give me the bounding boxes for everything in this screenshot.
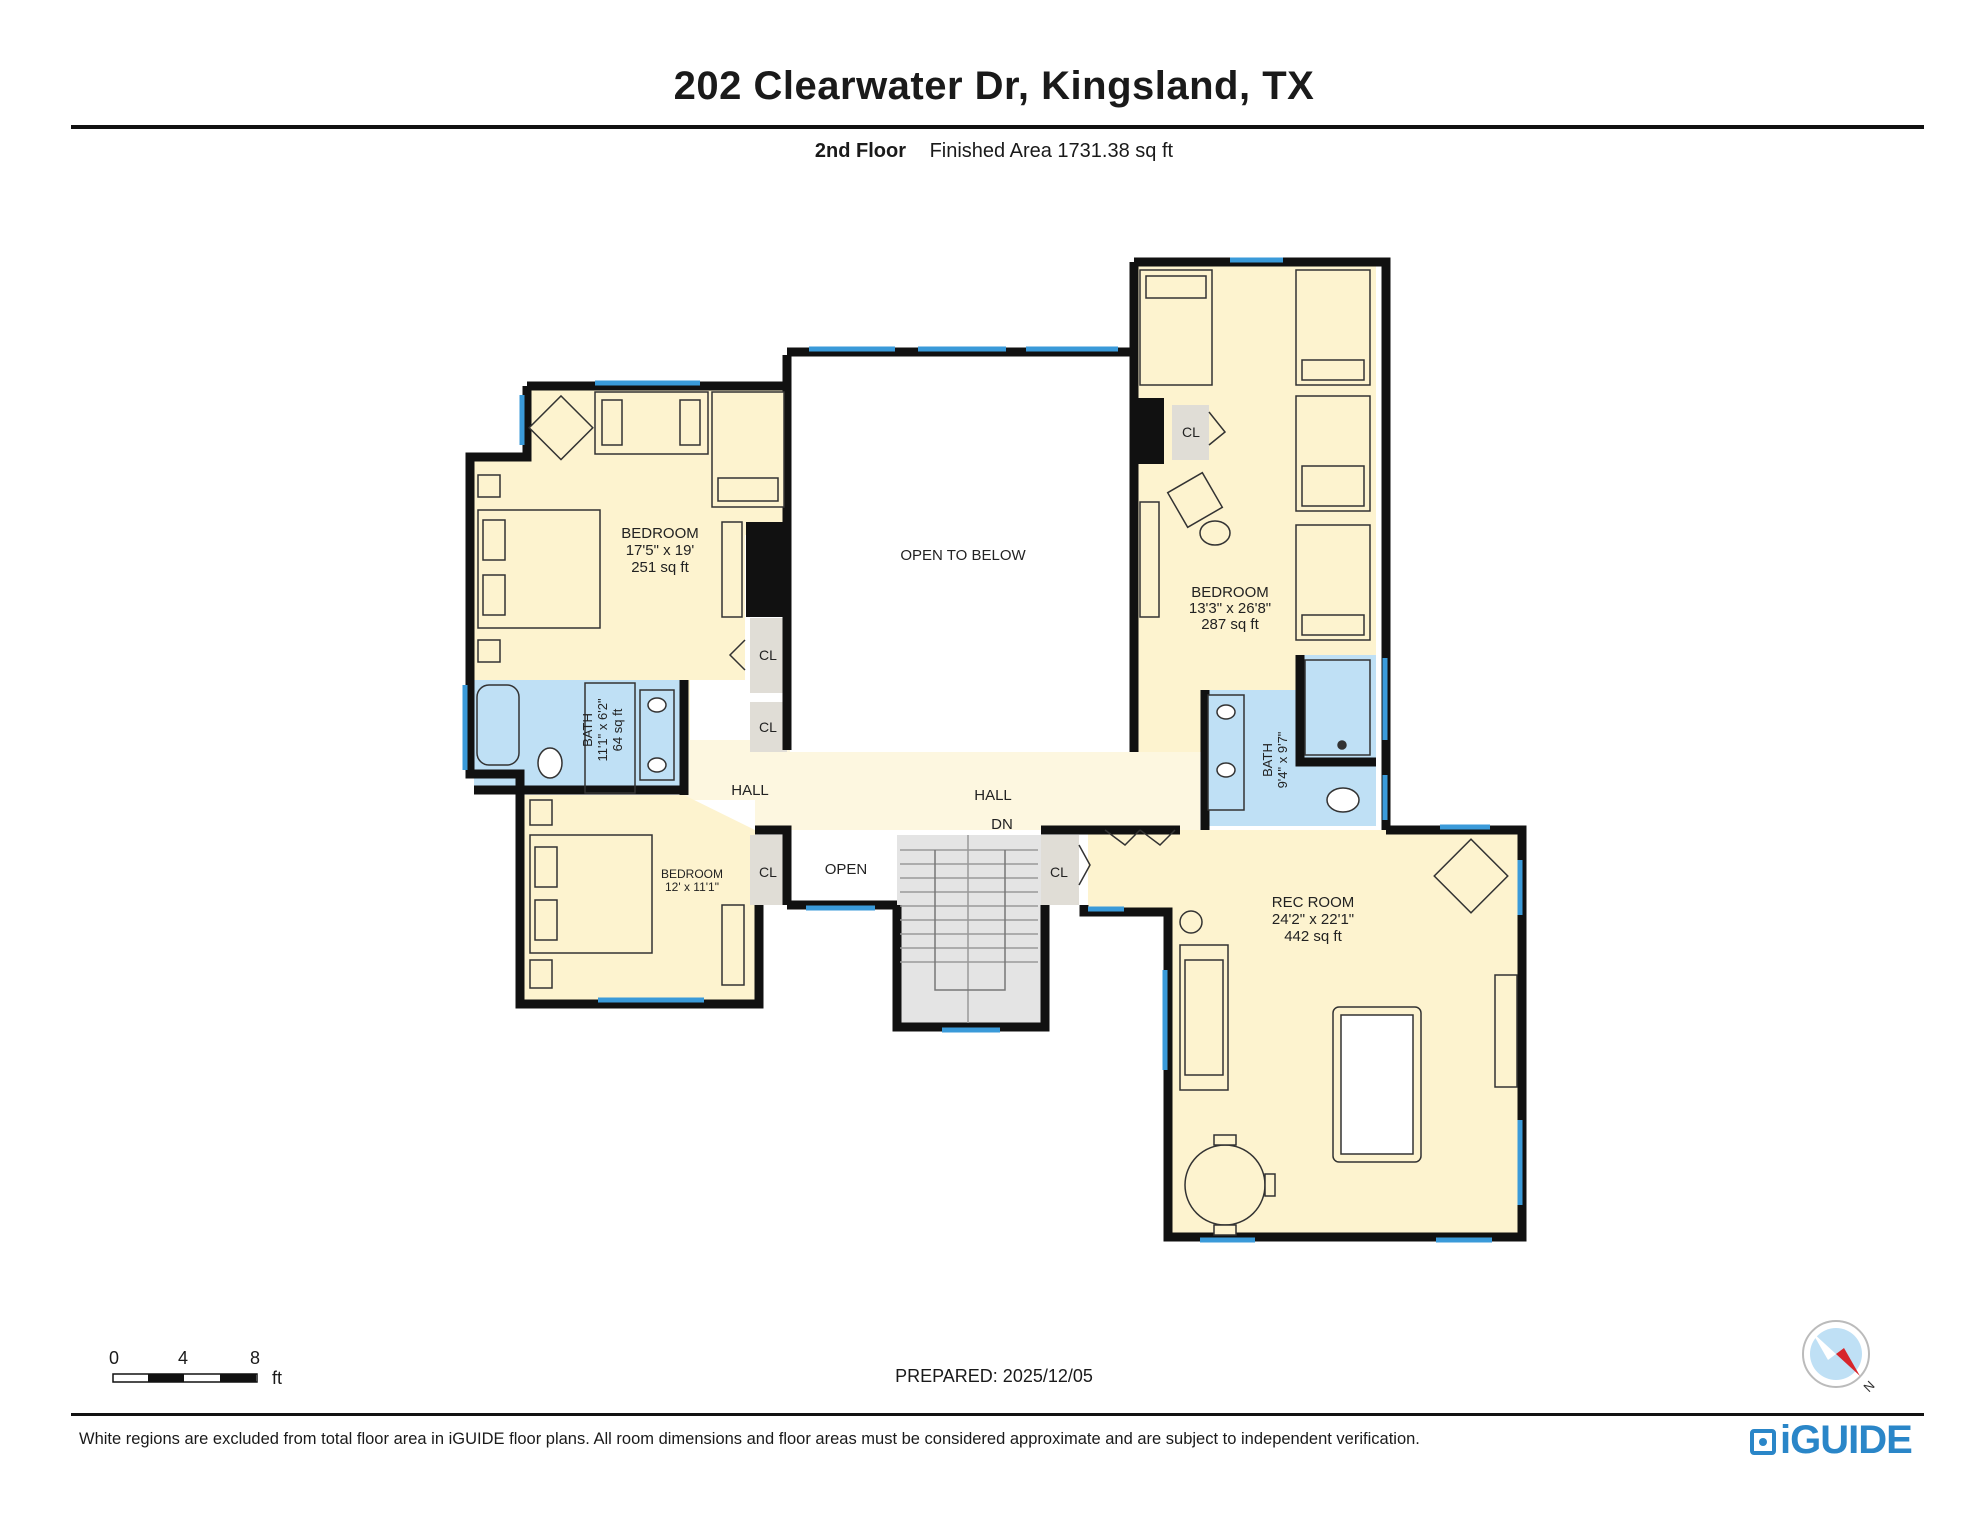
- toilet-right: [1326, 787, 1360, 813]
- closet-small: [750, 835, 787, 905]
- label-bath-right: BATH: [1260, 743, 1275, 777]
- hall-fill: [684, 740, 1200, 830]
- windows: [462, 257, 1523, 1243]
- wall-column-right: [1134, 398, 1164, 464]
- finished-area-label: Finished Area 1731.38 sq ft: [929, 140, 1174, 162]
- armchair-right: [1166, 471, 1224, 529]
- dims-bedroom-right: 13'3" x 26'8": [1189, 600, 1271, 617]
- scale-unit: ft: [272, 1368, 283, 1388]
- open-to-below-area: [794, 355, 1134, 750]
- furniture: [476, 269, 1518, 1236]
- closet-stair: [1041, 835, 1079, 905]
- label-bedroom-small: BEDROOM: [661, 867, 723, 881]
- header-divider: [71, 125, 1924, 129]
- stairs: [900, 835, 1038, 1023]
- camera-icon: [1750, 1429, 1776, 1455]
- area-rec-room: 442 sq ft: [1284, 928, 1342, 945]
- scale-bar: 0 4 8 ft: [109, 1348, 312, 1388]
- iguide-logo: iGUIDE: [1750, 1418, 1913, 1463]
- dims-bedroom-main: 17'5" x 19': [626, 542, 695, 559]
- disclaimer-text: White regions are excluded from total fl…: [79, 1430, 1420, 1448]
- label-rec-room: REC ROOM: [1272, 894, 1355, 911]
- label-closet-5: CL: [1050, 864, 1068, 880]
- armchair-main: [528, 394, 594, 461]
- label-closet-4: CL: [759, 864, 777, 880]
- tv-console: [1494, 974, 1518, 1088]
- label-hall-center: HALL: [974, 787, 1012, 804]
- scale-tick-8: 8: [250, 1348, 261, 1368]
- prepared-date: PREPARED: 2025/12/05: [895, 1366, 1093, 1386]
- label-open: OPEN: [825, 861, 868, 878]
- label-stairs-down: DN: [991, 816, 1013, 833]
- brand-name: iGUIDE: [1780, 1418, 1913, 1462]
- area-bath-left: 64 sq ft: [610, 708, 625, 751]
- address-title: 202 Clearwater Dr, Kingsland, TX: [673, 64, 1315, 108]
- label-open-to-below: OPEN TO BELOW: [900, 547, 1026, 564]
- footer-divider: [71, 1413, 1924, 1416]
- dims-rec-room: 24'2" x 22'1": [1272, 911, 1354, 928]
- label-hall-left: HALL: [731, 782, 769, 799]
- label-bedroom-right: BEDROOM: [1191, 584, 1269, 601]
- compass-icon: N: [1802, 1320, 1878, 1395]
- scale-tick-0: 0: [109, 1348, 120, 1368]
- dining-table: [1184, 1144, 1266, 1226]
- floor-label: 2nd Floor: [814, 140, 907, 162]
- dims-bath-right: 9'4" x 9'7": [1275, 731, 1290, 788]
- label-closet-2: CL: [759, 647, 777, 663]
- compass-north-label: N: [1860, 1378, 1877, 1395]
- toilet-left: [537, 747, 563, 779]
- dims-bath-left: 11'1" x 6'2": [595, 698, 610, 761]
- closet-main-2: [750, 702, 787, 752]
- scale-tick-4: 4: [178, 1348, 189, 1368]
- closet-main-1: [750, 618, 787, 693]
- bathtub-left: [476, 684, 520, 766]
- label-bath-left: BATH: [580, 713, 595, 747]
- dims-bedroom-small: 12' x 11'1": [665, 880, 719, 894]
- wall-column: [746, 522, 785, 617]
- armchair-rec: [1433, 838, 1509, 914]
- stairs-fill: [897, 835, 1041, 1023]
- area-bedroom-main: 251 sq ft: [631, 559, 689, 576]
- walls: [465, 257, 1527, 1242]
- scale-graphic: [112, 1373, 258, 1383]
- area-bedroom-right: 287 sq ft: [1201, 616, 1259, 633]
- label-bedroom-main: BEDROOM: [621, 525, 699, 542]
- closet-right-top: [1172, 405, 1209, 460]
- label-closet-3: CL: [759, 719, 777, 735]
- bedroom-main-fill: [474, 386, 787, 740]
- floor-info: 2nd Floor Finished Area 1731.38 sq ft: [0, 140, 1988, 163]
- label-closet-1: CL: [1182, 424, 1200, 440]
